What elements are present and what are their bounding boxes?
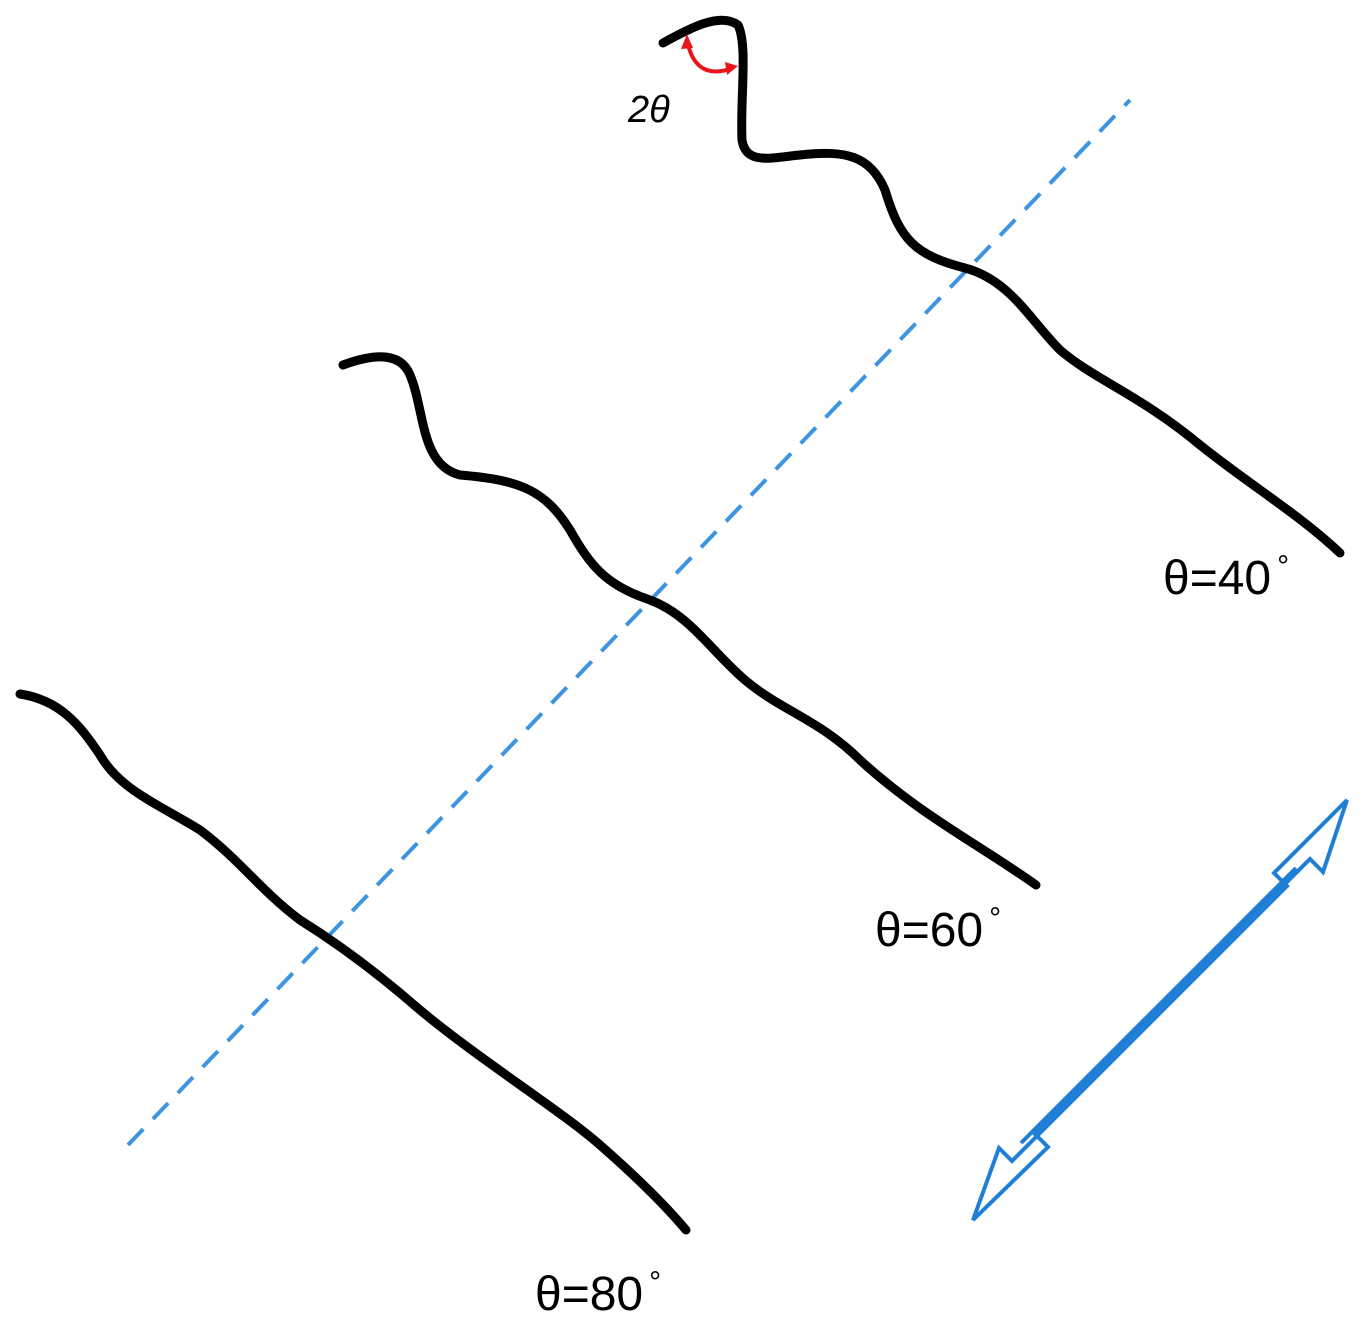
fiber-theta-80 [15, 689, 691, 1235]
fiber-label-theta-40: θ=40° [1163, 550, 1289, 605]
fiber-theta-60 [338, 352, 1041, 890]
double-headed-hollow-arrow-icon [971, 798, 1349, 1222]
fiber-label-theta-60: θ=60° [875, 902, 1001, 957]
fiber-label-theta-80: θ=80° [535, 1266, 661, 1321]
fiber-theta-40 [658, 15, 1345, 558]
dashed-axis-line [126, 98, 1132, 1147]
curved-double-arrow-icon [681, 34, 738, 75]
angle-label: 2θ [627, 89, 670, 131]
